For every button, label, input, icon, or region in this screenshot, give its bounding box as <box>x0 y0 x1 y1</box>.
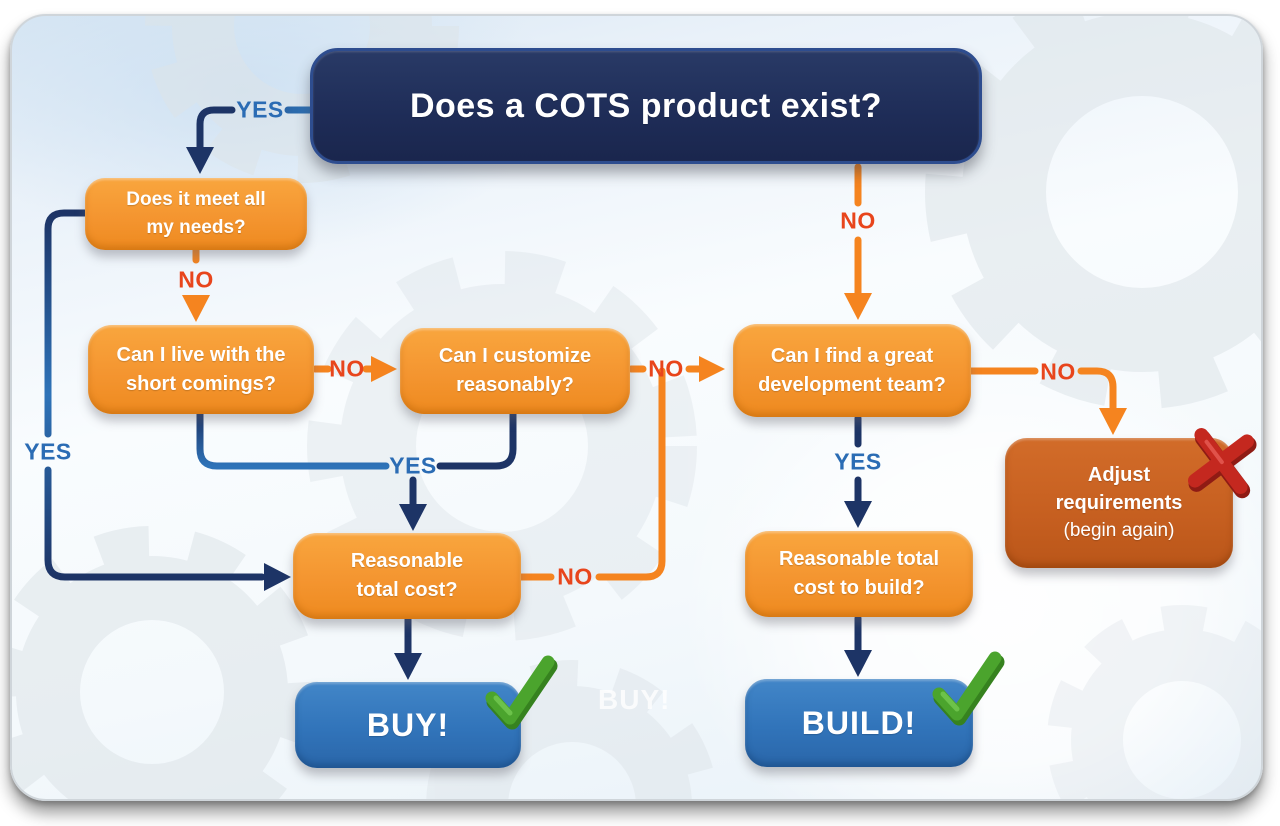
node-text: Does it meet all <box>126 189 266 211</box>
edge-label-no: NO <box>329 355 365 382</box>
node-text: Can I live with the <box>116 343 286 366</box>
edge-label-yes: YES <box>389 452 437 479</box>
edge-label-no: NO <box>1040 358 1076 385</box>
buy-label: BUY! <box>366 706 450 743</box>
node-subtext: (begin again) <box>1063 519 1175 541</box>
node-root-question: Does a COTS product exist? <box>310 48 982 164</box>
node-text: short comings? <box>125 372 276 395</box>
node-text: development team? <box>758 373 946 396</box>
node-text: total cost? <box>356 579 458 601</box>
edge-label-yes: YES <box>236 96 284 123</box>
node-text: Can I find a great <box>770 344 934 367</box>
node-reasonable-cost-to-build: Reasonable total cost to build? <box>745 531 973 617</box>
node-text: Can I customize <box>438 345 592 367</box>
node-text: cost to build? <box>793 577 925 599</box>
node-text: Reasonable <box>350 550 464 572</box>
node-meet-needs: Does it meet all my needs? <box>85 178 307 250</box>
root-question-text: Does a COTS product exist? <box>409 86 883 125</box>
node-live-with-shortcomings: Can I live with the short comings? <box>88 325 314 414</box>
edge-label-yes: YES <box>834 448 882 475</box>
edge-label-no: NO <box>840 207 876 234</box>
node-text: my needs? <box>146 217 246 238</box>
node-reasonable-total-cost: Reasonable total cost? <box>293 533 521 619</box>
node-customize-reasonably: Can I customize reasonably? <box>400 328 630 414</box>
edge-label-yes: YES <box>24 438 72 465</box>
node-text: reasonably? <box>456 374 574 396</box>
node-buy-result: BUY! <box>295 682 521 768</box>
edge-label-no: NO <box>178 266 214 293</box>
node-build-result: BUILD! <box>745 679 973 767</box>
ghost-buy-watermark: BUY! <box>598 684 671 715</box>
edge-label-no: NO <box>648 355 684 382</box>
node-find-development-team: Can I find a great development team? <box>733 324 971 417</box>
build-label: BUILD! <box>801 704 917 741</box>
node-adjust-requirements: Adjust requirements (begin again) <box>1005 438 1233 568</box>
node-text: Adjust <box>1087 463 1151 486</box>
node-text: requirements <box>1055 491 1183 514</box>
edge-label-no: NO <box>557 563 593 590</box>
node-text: Reasonable total <box>778 548 940 570</box>
